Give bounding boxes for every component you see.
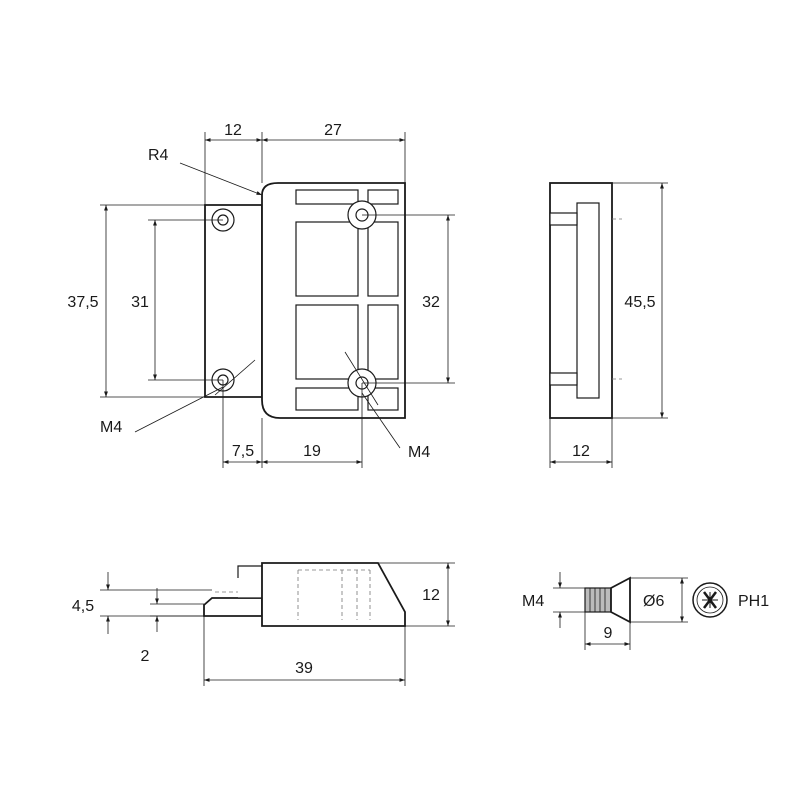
dim-37-5: 37,5 — [67, 294, 98, 311]
dim-31: 31 — [131, 294, 149, 311]
screw-head-diameter: Ø6 — [643, 593, 664, 610]
pocket — [367, 189, 399, 205]
dim-12-bottom: 12 — [422, 587, 440, 604]
thread-label-right: M4 — [408, 444, 430, 461]
phillips-drive-icon — [692, 582, 728, 618]
side-inner — [576, 202, 600, 399]
dim-12-side: 12 — [572, 443, 590, 460]
dim-7-5: 7,5 — [232, 443, 254, 460]
screw-length: 9 — [604, 625, 613, 642]
dim-19: 19 — [303, 443, 321, 460]
side-view: 45,5 12 — [549, 182, 668, 468]
dim-12-top: 12 — [224, 122, 242, 139]
dim-45-5: 45,5 — [624, 294, 655, 311]
pocket — [367, 221, 399, 297]
screw-head — [610, 576, 631, 624]
dim-32: 32 — [422, 294, 440, 311]
radius-label: R4 — [148, 147, 169, 164]
front-view: 12 27 R4 37,5 31 32 7,5 19 M4 M4 — [67, 122, 455, 468]
base-plate — [203, 597, 263, 617]
dim-27-top: 27 — [324, 122, 342, 139]
pocket — [367, 387, 399, 411]
pocket — [295, 304, 359, 380]
dim-2: 2 — [141, 648, 150, 665]
side-flange-top — [549, 212, 578, 226]
pocket — [367, 304, 399, 380]
pocket — [295, 221, 359, 297]
screw-thread — [584, 587, 612, 613]
bottom-body — [261, 562, 406, 627]
bottom-view: 4,5 2 12 39 — [72, 562, 455, 686]
dim-4-5: 4,5 — [72, 598, 94, 615]
mounting-plate — [204, 204, 263, 398]
base-step — [237, 565, 263, 599]
pocket — [295, 387, 359, 411]
thread-label-left: M4 — [100, 419, 122, 436]
side-flange-bottom — [549, 372, 578, 386]
screw-detail: M4 Ø6 9 PH1 — [522, 572, 769, 650]
screw-thread-label: M4 — [522, 593, 544, 610]
screw-drive-label: PH1 — [738, 593, 769, 610]
dim-39: 39 — [295, 660, 313, 677]
pocket — [295, 189, 359, 205]
